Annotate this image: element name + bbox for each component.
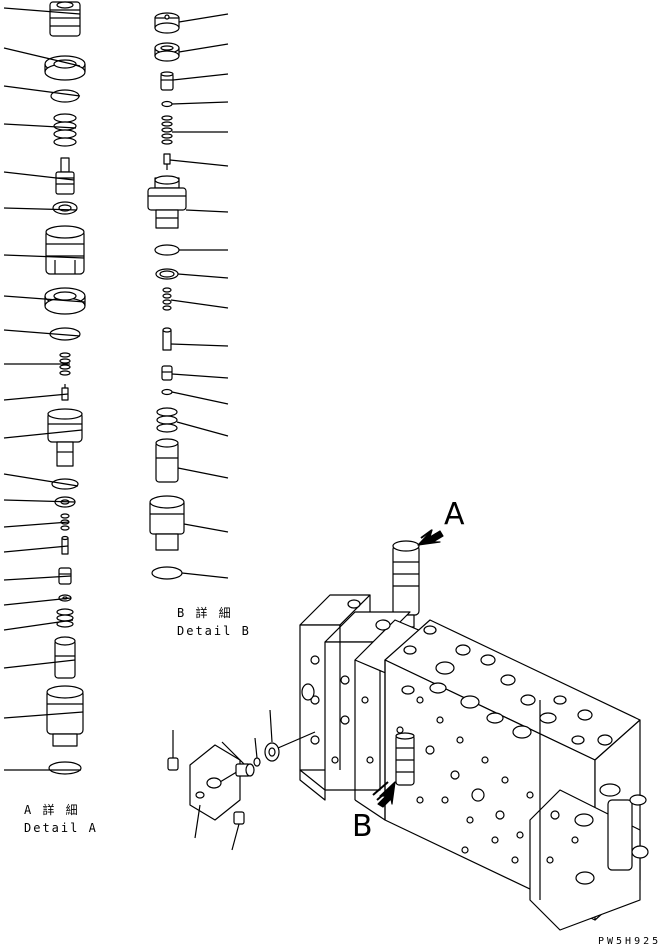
- detail-a-label-en: Detail A: [24, 821, 98, 835]
- valve-a-cartridge: [392, 540, 420, 628]
- part-a3-oring: [50, 89, 80, 103]
- part-a4-spring: [53, 113, 77, 147]
- detail-a-leaders: [3, 7, 86, 771]
- top-ports: [347, 599, 613, 746]
- left-slab-holes: [301, 655, 374, 764]
- part-a21-body: [46, 685, 84, 747]
- side-ring: [253, 757, 261, 767]
- side-fitting-parts: [167, 709, 316, 851]
- arrow-a: [417, 529, 444, 546]
- side-bolt-1: [167, 742, 179, 771]
- side-fitting: [235, 763, 255, 777]
- part-b6-pin: [163, 153, 171, 170]
- view-a-marker: A: [444, 497, 465, 532]
- valve-b-cartridge: [395, 732, 415, 786]
- part-b1: [154, 12, 180, 34]
- part-b10-spring: [162, 287, 172, 311]
- part-b9-washer: [155, 268, 179, 280]
- part-a22-oring: [48, 761, 82, 775]
- detail-a-label-jp: A 詳 細: [24, 803, 80, 817]
- side-washer: [264, 742, 280, 762]
- part-a7-plug: [45, 225, 85, 275]
- part-a5-poppet: [55, 157, 75, 195]
- part-b14-spring: [156, 407, 178, 433]
- part-a12-cartridge: [47, 408, 83, 467]
- part-a16-needle: [61, 535, 69, 555]
- detail-b-parts: [147, 12, 187, 580]
- control-valve-assembly: [299, 540, 649, 931]
- part-b3: [160, 71, 174, 91]
- part-b8-oring: [154, 244, 180, 256]
- part-b16-body: [149, 495, 185, 551]
- part-b12-piston: [161, 365, 173, 381]
- detail-b-label-en: Detail B: [177, 624, 251, 638]
- side-bolt-2: [233, 811, 245, 825]
- part-b7-cartridge: [147, 175, 187, 229]
- part-b2: [154, 42, 180, 62]
- part-a1: [49, 1, 81, 37]
- detail-a-parts: [44, 1, 86, 775]
- detail-b-label-jp: B 詳 細: [177, 606, 233, 620]
- part-a11-pin: [61, 384, 69, 401]
- part-a20-sleeve: [54, 636, 76, 679]
- view-b-marker: B: [352, 809, 373, 844]
- part-b11-pin: [162, 327, 172, 351]
- part-b15-sleeve: [155, 438, 179, 483]
- part-a19-spring: [56, 608, 74, 628]
- part-b13-ring: [161, 388, 173, 396]
- part-b17-oring: [151, 566, 183, 580]
- part-a10-spring: [59, 352, 71, 376]
- part-b5-spring: [161, 115, 173, 145]
- part-a6-seat: [52, 201, 78, 215]
- side-bracket: [189, 744, 241, 821]
- arrow-b: [372, 781, 396, 808]
- drawing-code: PW5H925: [598, 936, 662, 947]
- detail-b-leaders: [169, 13, 229, 579]
- part-b4-ring: [161, 100, 173, 108]
